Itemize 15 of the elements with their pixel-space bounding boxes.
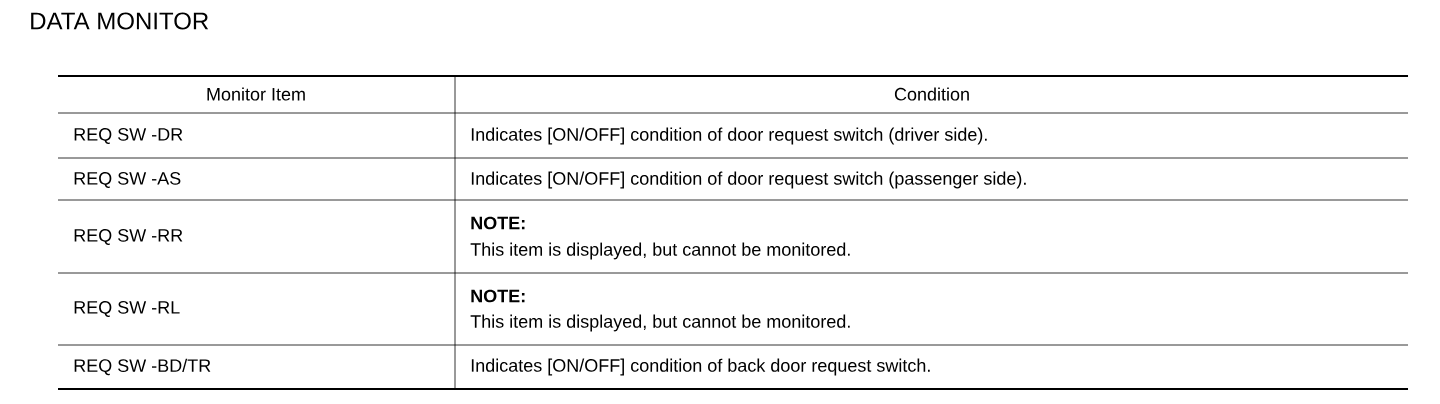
condition-text: Indicates [ON/OFF] condition of door request switch (driver side). xyxy=(471,127,987,145)
condition-text: Indicates [ON/OFF] condition of back door request switch. xyxy=(471,358,930,376)
note-heading: NOTE: xyxy=(471,289,525,303)
monitor-item: REQ SW -RL xyxy=(74,301,180,317)
note-heading: NOTE: xyxy=(471,216,525,230)
note-text: This item is displayed, but cannot be monitored. xyxy=(470,314,850,332)
page-title: DATA MONITOR xyxy=(31,12,209,30)
monitor-item: REQ SW -DR xyxy=(74,128,183,144)
monitor-item: REQ SW -BD/TR xyxy=(74,358,211,376)
monitor-item: REQ SW -AS xyxy=(74,172,181,188)
column-header: Condition xyxy=(894,87,969,101)
column-header: Monitor Item xyxy=(207,87,305,101)
monitor-item: REQ SW -RR xyxy=(74,229,183,245)
condition-text: Indicates [ON/OFF] condition of door request switch (passenger side). xyxy=(471,171,1026,189)
note-text: This item is displayed, but cannot be monitored. xyxy=(470,242,850,260)
